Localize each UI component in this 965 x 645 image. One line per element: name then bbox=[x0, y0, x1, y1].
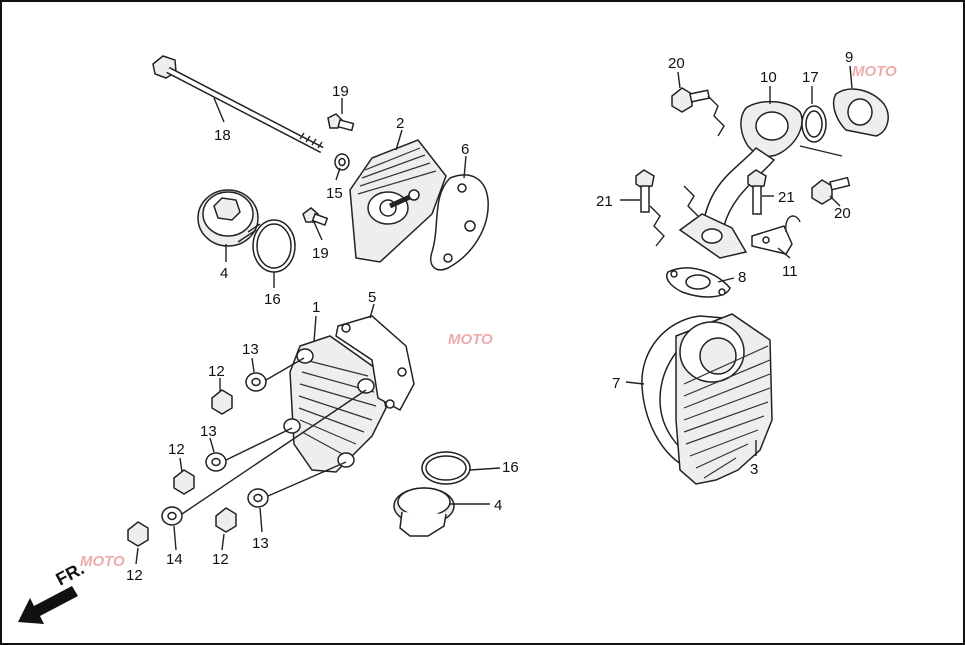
callout-6: 6 bbox=[461, 141, 469, 158]
callout-13-a: 13 bbox=[242, 341, 259, 358]
callout-4-lower: 4 bbox=[494, 497, 502, 514]
part-19-bolt-upper bbox=[327, 113, 355, 132]
part-3-cylinder bbox=[675, 313, 773, 485]
part-7-cylinder-gasket bbox=[641, 315, 725, 467]
part-18-long-bolt bbox=[152, 55, 324, 154]
callout-20-lower: 20 bbox=[834, 205, 851, 222]
callout-20-upper: 20 bbox=[668, 55, 685, 72]
part-20-bolt-upper bbox=[671, 87, 711, 113]
watermark-logo-left: MOTO bbox=[80, 553, 125, 570]
callout-7: 7 bbox=[612, 375, 620, 392]
front-arrow-icon bbox=[18, 586, 78, 624]
part-13-washer-b bbox=[205, 452, 227, 472]
callout-11: 11 bbox=[782, 263, 798, 280]
callout-16-upper: 16 bbox=[264, 291, 281, 308]
callout-13-c: 13 bbox=[252, 535, 269, 552]
alignment-lines-head bbox=[181, 357, 367, 515]
part-20-bolt-lower bbox=[811, 176, 851, 205]
callout-16-lower: 16 bbox=[502, 459, 519, 476]
callout-4-upper: 4 bbox=[220, 265, 228, 282]
front-direction-marker: FR. bbox=[18, 558, 87, 624]
part-4-plug-upper bbox=[197, 189, 261, 247]
part-4-plug-lower bbox=[393, 487, 455, 537]
part-16-o-ring-upper bbox=[252, 219, 296, 273]
part-6-gasket bbox=[430, 174, 489, 271]
part-13-washer-a bbox=[245, 372, 267, 392]
callout-labels: 18 19 2 6 15 19 4 16 1 5 13 12 13 12 16 … bbox=[126, 49, 853, 584]
callout-12-d: 12 bbox=[212, 551, 229, 568]
callout-14: 14 bbox=[166, 551, 183, 568]
callout-10: 10 bbox=[760, 69, 777, 86]
watermark-logo-center: MOTO bbox=[448, 331, 493, 348]
part-12-nut-a bbox=[211, 389, 233, 415]
callout-12-b: 12 bbox=[168, 441, 185, 458]
callout-1: 1 bbox=[312, 299, 320, 316]
part-21-bolt-right bbox=[747, 169, 767, 215]
part-16-o-ring-lower bbox=[421, 451, 471, 485]
callout-3: 3 bbox=[750, 461, 758, 478]
callout-19-lower: 19 bbox=[312, 245, 329, 262]
part-17-washer bbox=[801, 105, 827, 143]
callout-21-right: 21 bbox=[778, 189, 795, 206]
part-10-inlet-pipe bbox=[678, 100, 803, 259]
part-12-nut-b bbox=[173, 469, 195, 495]
callout-2: 2 bbox=[396, 115, 404, 132]
callout-12-c: 12 bbox=[126, 567, 143, 584]
part-12-nut-c bbox=[127, 521, 149, 547]
part-5-gasket-plate bbox=[335, 315, 415, 412]
callout-8: 8 bbox=[738, 269, 746, 286]
part-21-bolt-left bbox=[635, 169, 655, 213]
leader-lines bbox=[135, 65, 853, 565]
callout-9: 9 bbox=[845, 49, 853, 66]
callout-18: 18 bbox=[214, 127, 231, 144]
watermark-logo-right: MOTO bbox=[852, 63, 897, 80]
callout-19-upper: 19 bbox=[332, 83, 349, 100]
callout-5: 5 bbox=[368, 289, 376, 306]
part-11-bracket bbox=[751, 215, 801, 255]
callout-15: 15 bbox=[326, 185, 343, 202]
callout-13-b: 13 bbox=[200, 423, 217, 440]
part-19-bolt-lower bbox=[302, 207, 329, 226]
part-13-washer-c bbox=[247, 488, 269, 508]
callout-12-a: 12 bbox=[208, 363, 225, 380]
part-8-gasket bbox=[666, 267, 731, 298]
part-12-nut-d bbox=[215, 507, 237, 533]
part-2-finned-cover bbox=[349, 139, 447, 263]
callout-17: 17 bbox=[802, 69, 819, 86]
part-14-washer bbox=[161, 506, 183, 526]
pipe-reference-lines bbox=[649, 95, 843, 247]
callout-21-left: 21 bbox=[596, 193, 613, 210]
part-15-washer bbox=[334, 153, 350, 171]
watermarks: MOTO MOTO MOTO bbox=[80, 63, 897, 570]
part-9-insulator bbox=[832, 88, 889, 137]
